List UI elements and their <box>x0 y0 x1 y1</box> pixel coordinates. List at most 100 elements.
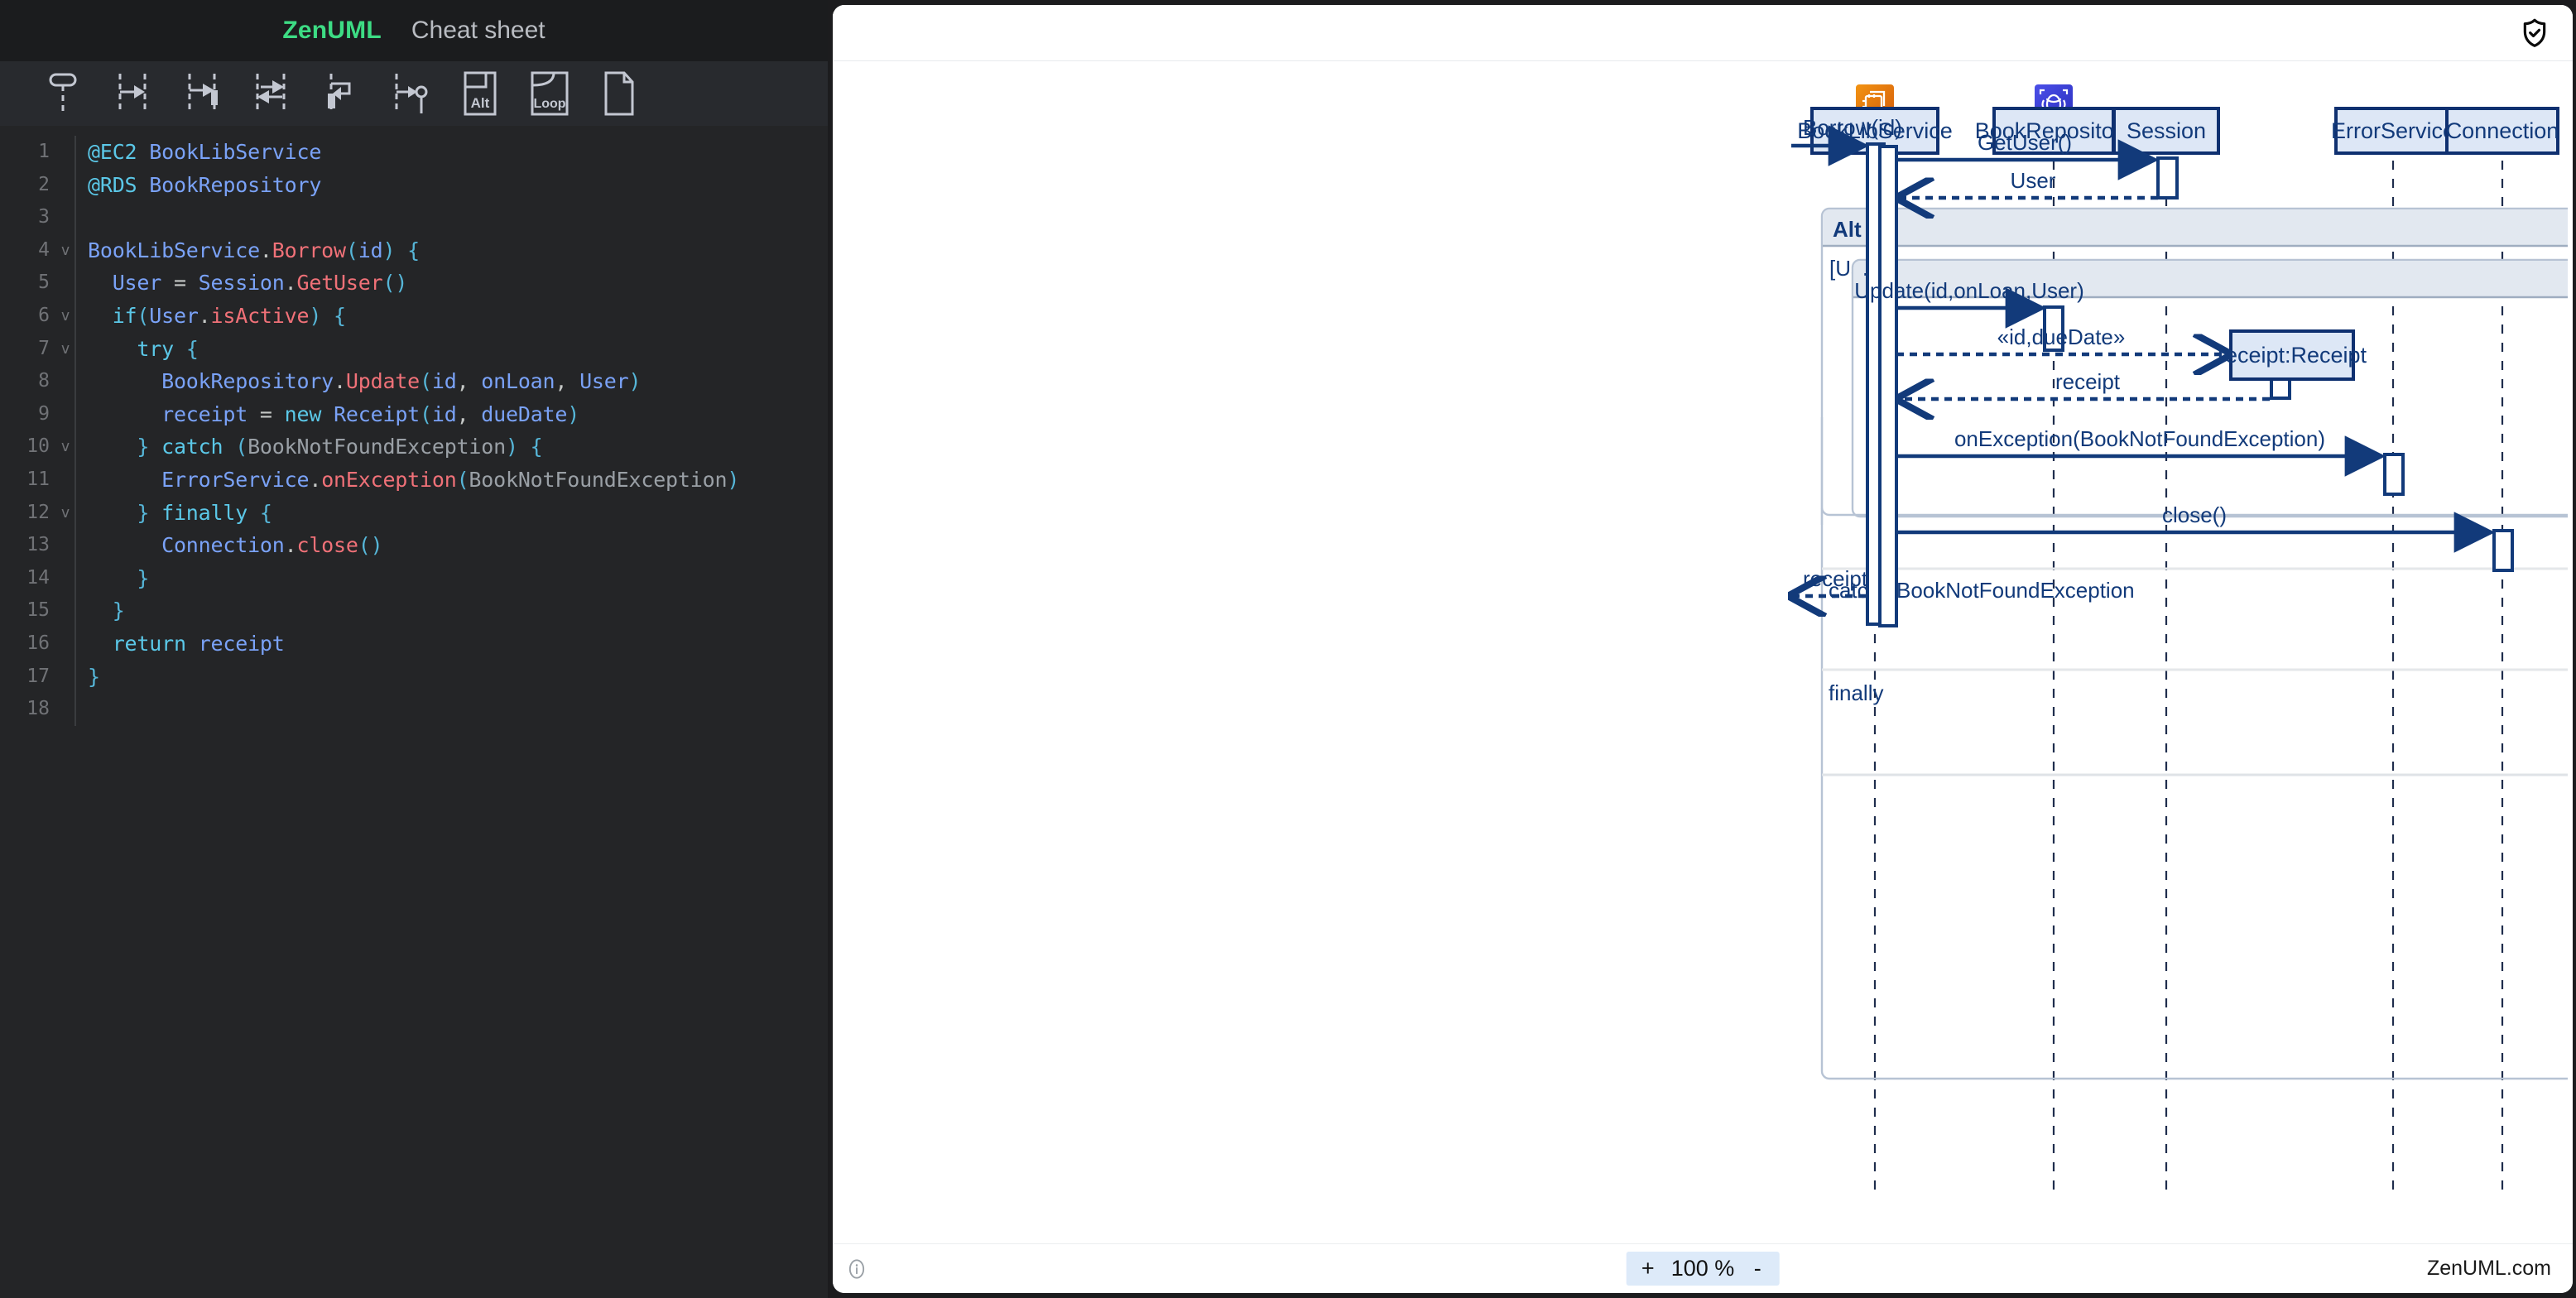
line-number: 1 <box>38 141 50 162</box>
activation-booklibservice-inner <box>1878 145 1898 627</box>
line-number: 14 <box>26 566 50 589</box>
message-update: Update(id,onLoan,User) <box>1854 278 2084 329</box>
creation-message-icon[interactable] <box>389 70 432 117</box>
message-receipt-return: receipt <box>1899 369 2270 399</box>
code-line[interactable]: 18 <box>0 693 828 726</box>
zoom-out-button[interactable]: - <box>1753 1256 1761 1281</box>
gutter-divider <box>74 233 76 267</box>
code-line[interactable]: 17} <box>0 660 828 694</box>
svg-text:Loop: Loop <box>533 97 565 111</box>
code-line[interactable]: 1 @EC2 BookLibService <box>0 136 828 169</box>
line-number: 9 <box>38 402 50 425</box>
sync-message-icon[interactable] <box>180 70 223 117</box>
gutter-divider <box>74 397 76 431</box>
code-line[interactable]: 11 ErrorService.onException(BookNotFound… <box>0 463 828 497</box>
alt-fragment-icon[interactable]: Alt <box>459 70 502 117</box>
code-line[interactable]: 16 return receipt <box>0 627 828 661</box>
fragment-alt-header: Alt <box>1833 217 1862 242</box>
line-number: 16 <box>26 632 50 654</box>
line-number: 5 <box>38 272 50 294</box>
fragment-catch-condition: BookNotFoundException <box>1896 578 2135 603</box>
fold-toggle-icon[interactable]: v <box>60 339 70 358</box>
code-line[interactable]: 14 } <box>0 561 828 595</box>
message-label: Borrow(id) <box>1803 115 1902 140</box>
participant-icon[interactable] <box>41 70 84 117</box>
code-text: } <box>88 565 150 590</box>
gutter-divider <box>74 463 76 497</box>
gutter-divider <box>74 430 76 464</box>
fold-toggle-icon[interactable]: v <box>60 438 70 456</box>
message-label: receipt <box>1803 566 1868 591</box>
sequence-diagram-svg: Alt [User.isActive] <box>833 84 2568 1191</box>
cheat-sheet-link[interactable]: Cheat sheet <box>411 17 545 44</box>
gutter-divider <box>74 365 76 398</box>
new-file-icon[interactable] <box>598 70 641 117</box>
message-borrow: Borrow(id) <box>1791 115 1902 166</box>
code-line[interactable]: 13 Connection.close() <box>0 529 828 562</box>
line-number: 11 <box>26 468 50 490</box>
zoom-level-value: 100 % <box>1670 1256 1735 1281</box>
message-label: Update(id,onLoan,User) <box>1854 278 2084 303</box>
diagram-card: Alt [User.isActive] <box>833 5 2573 1293</box>
code-line[interactable]: 8 BookRepository.Update(id, onLoan, User… <box>0 365 828 398</box>
message-final-return: receipt <box>1791 566 1868 596</box>
gutter-divider <box>74 332 76 366</box>
gutter-divider <box>74 660 76 694</box>
activation-connection <box>2492 529 2514 572</box>
code-line[interactable]: 9 receipt = new Receipt(id, dueDate) <box>0 397 828 431</box>
gutter-divider <box>74 299 76 333</box>
diagram-bottombar: + 100 % - ZenUML.com <box>833 1243 2573 1293</box>
participant-session: Session <box>2112 107 2220 155</box>
app-brand-zenuml[interactable]: ZenUML <box>282 17 382 44</box>
footer-brand: ZenUML.com <box>2426 1257 2551 1280</box>
line-number: 15 <box>26 599 50 622</box>
code-text: @RDS BookRepository <box>88 172 322 197</box>
code-line[interactable]: 2@RDS BookRepository <box>0 168 828 202</box>
message-close: close() <box>1896 502 2496 553</box>
self-message-icon[interactable] <box>320 70 363 117</box>
message-create-receipt: «id,dueDate» <box>1896 324 2228 354</box>
line-number: 18 <box>26 698 50 720</box>
code-line[interactable]: 5 User = Session.GetUser() <box>0 267 828 300</box>
message-label: onException(BookNotFoundException) <box>1954 426 2325 451</box>
shield-check-icon[interactable] <box>2515 13 2554 53</box>
message-label: User <box>2011 168 2056 193</box>
message-user-return: User <box>1899 168 2158 198</box>
svg-text:Alt: Alt <box>471 95 490 111</box>
uml-toolbar: Alt Loop <box>0 61 828 126</box>
participant-label: BookLibService <box>1797 118 1953 143</box>
gutter-divider <box>74 496 76 530</box>
code-line[interactable]: 3 <box>0 201 828 234</box>
activation-session <box>2156 156 2179 200</box>
line-number: 4 <box>38 238 50 261</box>
code-text: @EC2 BookLibService <box>88 140 322 164</box>
zoom-in-button[interactable]: + <box>1641 1256 1655 1281</box>
reply-message-icon[interactable] <box>250 70 293 117</box>
fold-toggle-icon[interactable]: v <box>60 503 70 522</box>
participant-label: BookRepository <box>1975 118 2133 143</box>
gutter-divider <box>74 529 76 562</box>
gutter-divider <box>74 136 76 169</box>
fold-toggle-icon[interactable]: v <box>60 241 70 259</box>
object-box-receipt: receipt:Receipt <box>2218 329 2367 381</box>
loop-fragment-icon[interactable]: Loop <box>528 70 571 117</box>
fold-toggle-icon[interactable]: v <box>60 306 70 324</box>
activation-bookrepository <box>2043 305 2064 352</box>
lifelines <box>1873 161 2504 1191</box>
code-editor[interactable]: 1 @EC2 BookLibService 2@RDS BookRepository… <box>0 126 828 1298</box>
code-text: } <box>88 599 125 623</box>
participant-bookrepository: BookRepository <box>1975 84 2133 155</box>
code-text: BookLibService.Borrow(id) { <box>88 238 421 262</box>
line-number: 13 <box>26 534 50 556</box>
line-number: 10 <box>26 435 50 458</box>
sequence-diagram-canvas[interactable]: Alt [User.isActive] <box>833 61 2573 1243</box>
async-message-icon[interactable] <box>111 70 154 117</box>
code-line[interactable]: 15 } <box>0 594 828 627</box>
info-icon[interactable] <box>844 1257 869 1281</box>
